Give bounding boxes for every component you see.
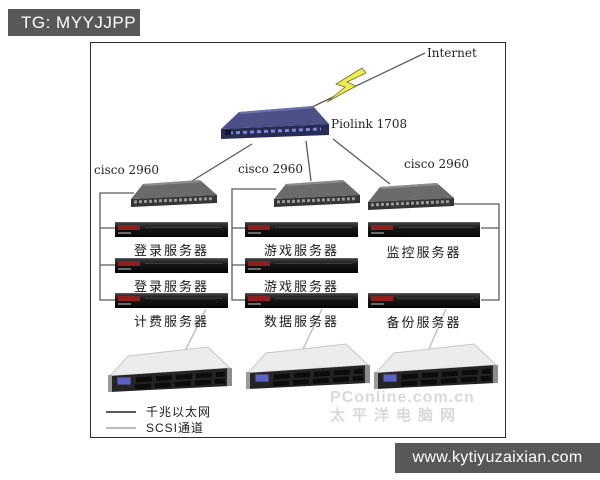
server-vent [275,263,352,264]
storage-array-middle [246,341,370,396]
server-label: 登录服务器 [133,279,209,294]
watermark-line2: 太平洋电脑网 [330,407,463,424]
switch-icon [131,180,217,207]
server-label: 游戏服务器 [263,243,339,258]
server-brand-badge [371,296,393,301]
server-strip [248,268,261,270]
server-vent [145,298,222,299]
server-brand-badge [248,225,270,230]
switch-icon [368,183,454,210]
internet-label: Internet [427,46,477,60]
server-unit [368,222,480,237]
storage-array-icon [374,343,498,389]
storage-array-icon [108,346,232,392]
server-vent [398,227,474,228]
server-unit [368,293,480,308]
switch-icon [274,180,360,207]
server-brand-badge [118,225,140,230]
switch-device-right [362,182,457,217]
legend-scsi: SCSI通道 [106,419,204,436]
server-strip [371,232,384,234]
server-label: 数据服务器 [263,314,339,329]
server-brand-badge [371,225,393,230]
watermark-line1: PConline.com.cn [330,389,475,406]
server-brand-badge [248,296,270,301]
server-brand-badge [248,261,270,266]
server-strip [118,232,131,234]
server-vent [275,298,352,299]
load-balancer-device [215,103,333,150]
tag-badge: TG: MYYJJPP [8,9,140,36]
server-unit [115,258,228,273]
server-unit [115,222,228,237]
server-strip [248,232,261,234]
storage-array-icon [246,343,370,389]
server-unit [245,222,358,237]
server-label: 备份服务器 [386,315,462,330]
storage-array-left [108,344,232,399]
switch-label-middle: cisco 2960 [238,162,304,176]
server-strip [248,303,261,305]
server-strip [118,268,131,270]
server-brand-badge [118,296,140,301]
server-label: 监控服务器 [386,245,462,260]
server-vent [145,227,222,228]
server-strip [371,303,384,305]
server-unit [245,293,358,308]
switch-device-middle [268,179,363,214]
watermark: PConline.com.cn 太平洋电脑网 [330,389,475,424]
server-label: 登录服务器 [133,243,209,258]
server-strip [118,303,131,305]
server-brand-badge [118,261,140,266]
ethernet-line-swatch [106,410,136,413]
server-label: 计费服务器 [133,314,209,329]
server-vent [398,298,474,299]
server-vent [145,263,222,264]
server-vent [275,227,352,228]
server-label: 游戏服务器 [263,279,339,294]
legend-scsi-label: SCSI通道 [146,421,205,435]
server-unit [245,258,358,273]
load-balancer-icon [221,106,329,139]
switch-label-left: cisco 2960 [94,163,160,177]
switch-device-left [125,179,220,214]
load-balancer-label: Piolink 1708 [331,117,408,131]
server-unit [115,293,228,308]
legend-ethernet-label: 千兆以太网 [146,405,212,419]
switch-label-right: cisco 2960 [404,157,470,171]
scsi-line-swatch [106,426,136,429]
storage-array-right [374,341,498,396]
legend-ethernet: 千兆以太网 [106,403,211,420]
site-url-banner: www.kytiyuzaixian.com [395,443,600,473]
